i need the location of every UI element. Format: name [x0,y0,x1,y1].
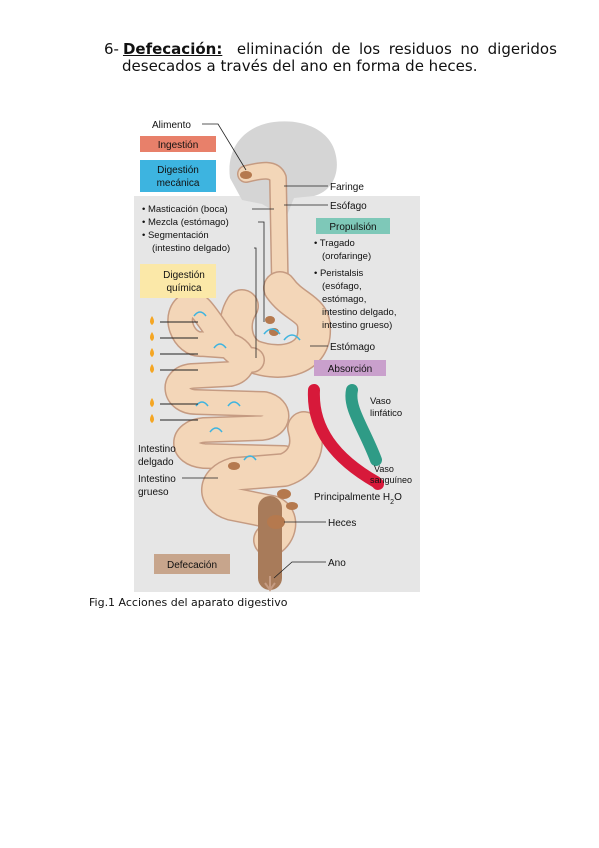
box-defecacion [154,554,230,574]
word: residuos [388,40,452,58]
box-absorcion-label: Absorción [328,364,372,375]
word: los [358,40,381,58]
paragraph-lead: 6-Defecación: [104,41,228,58]
box-digestion-quimica-label-2: química [166,283,201,294]
lymph-vessel [345,384,382,466]
box-propulsion [316,218,390,234]
blood-vessel-end [372,478,384,490]
digestive-system-figure: Ingestión Digestión mecánica Digestión q… [134,120,420,592]
term-defecacion: Defecación: [122,40,223,58]
box-digestion-quimica [140,264,216,298]
mechanical-item-3: • Segmentación [142,230,209,241]
label-alimento: Alimento [152,120,191,131]
box-propulsion-label: Propulsión [329,222,376,233]
figure-caption: Fig.1 Acciones del aparato digestivo [89,596,288,609]
exit-arrow [264,576,276,592]
word: eliminación [236,40,324,58]
propulsion-item-6: intestino delgado, [322,307,396,318]
propulsion-item-2: (orofaringe) [322,251,371,262]
label-intestino-grueso-2: grueso [138,487,169,498]
blood-vessel [307,384,382,488]
enzyme-drops [150,316,154,423]
label-heces: Heces [328,518,356,529]
paragraph-defecacion: 6-Defecación: eliminación de los residuo… [104,41,557,75]
propulsion-item-3: • Peristalsis [314,268,364,279]
propulsion-item-4: (esófago, [322,281,362,292]
box-digestion-quimica-label-1: Digestión [163,270,205,281]
box-digestion-mecanica-label-1: Digestión [157,165,199,176]
label-vaso-linfatico-2: linfático [370,408,402,419]
box-absorcion [314,360,386,376]
leader-alimento [202,123,247,171]
label-vaso-sanguineo-2: sanguíneo [370,475,412,485]
word: digeridos [487,40,557,58]
propulsion-item-7: intestino grueso) [322,320,392,331]
feces-blobs [228,171,298,529]
mechanical-item-4: (intestino delgado) [152,243,230,254]
label-vaso-sanguineo-1: Vaso [374,464,394,474]
word: de [331,40,351,58]
label-intestino-grueso-1: Intestino [138,474,176,485]
leader-ano [273,561,326,579]
word: no [460,40,480,58]
box-digestion-mecanica-label-2: mecánica [157,178,200,189]
paragraph-line-2: desecados a través del ano en forma de h… [122,57,478,75]
box-ingestion-label: Ingestión [158,140,199,151]
mechanical-leader-lines [252,208,274,358]
item-number: 6- [104,40,119,58]
label-principalmente: Principalmente H2O [314,492,402,506]
propulsion-item-5: estómago, [322,294,366,305]
box-ingestion [140,136,216,152]
peristalsis-arrows [193,311,301,461]
mechanical-item-2: • Mezcla (estómago) [142,217,229,228]
box-digestion-mecanica [140,160,216,192]
label-faringe: Faringe [330,182,364,193]
enzyme-arrows [160,321,198,421]
label-vaso-linfatico-1: Vaso [370,396,391,407]
box-defecacion-label: Defecación [167,560,217,571]
label-intestino-delgado-2: delgado [138,457,174,468]
mechanical-item-1: • Masticación (boca) [142,204,228,215]
label-ano: Ano [328,558,346,569]
paragraph-line-1: 6-Defecación: eliminación de los residuo… [104,41,557,58]
propulsion-item-1: • Tragado [314,238,355,249]
label-estomago: Estómago [330,342,375,353]
label-esofago: Esófago [330,201,367,212]
label-intestino-delgado-1: Intestino [138,444,176,455]
